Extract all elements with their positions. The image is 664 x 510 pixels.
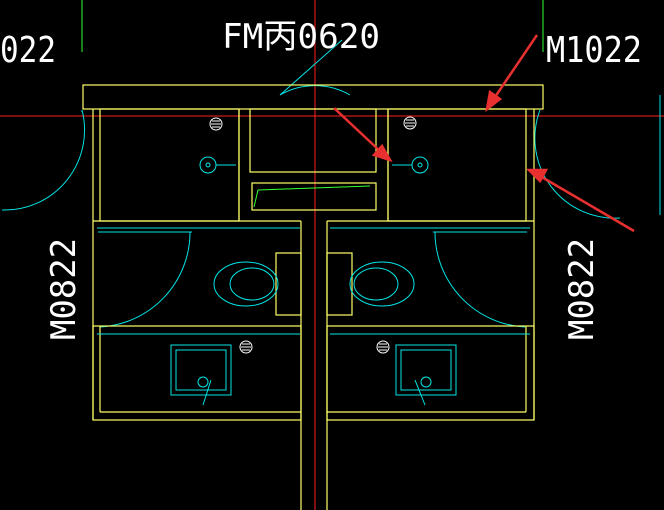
arrow-head [525, 168, 549, 184]
door-swing-right-m1022 [534, 109, 621, 219]
toilet-bowl-right [349, 261, 415, 307]
sink-right-outer [395, 344, 457, 396]
toilet-bowl-left-inner [229, 267, 275, 301]
sink-right-tap [414, 379, 426, 406]
arrow-head [485, 89, 503, 112]
annotation-arrows [333, 34, 635, 233]
toilet-bowl-right-inner [353, 267, 399, 301]
arrow-head [371, 143, 393, 163]
fm-label: FM丙0620 [222, 17, 380, 57]
arrow-pointer [491, 34, 539, 101]
arrow-pointer [539, 174, 635, 233]
door-swing-left-m1022 [1, 109, 86, 211]
floor-drain-left-lower [239, 340, 253, 354]
floor-drain-right-upper [403, 116, 417, 130]
sink-left-outer [170, 344, 232, 396]
walls [82, 84, 544, 510]
door-leaf-fm [279, 39, 343, 96]
door-swing-right-m0822 [434, 231, 526, 328]
sink-left-inner [175, 349, 227, 391]
center-shelf [251, 182, 377, 211]
m1022-label: M1022 [546, 30, 642, 71]
arrow-pointer [333, 107, 382, 153]
floor-drain-right-lower [376, 340, 390, 354]
m0822-label-left: M0822 [44, 238, 84, 340]
grid-marks [81, 0, 544, 52]
cubicle-right-lower [326, 325, 535, 421]
sink-left-tap [202, 379, 212, 406]
m0822-label-right: M0822 [562, 238, 602, 340]
sink-left-drain [197, 376, 209, 388]
door-swing-fm [279, 85, 351, 96]
shower-head-right-inner [417, 162, 423, 168]
center-vanity [249, 108, 377, 173]
shelf-slope [253, 185, 371, 208]
fixtures [97, 156, 530, 406]
door-swing-left-m0822 [99, 231, 191, 328]
cubicle-left-lower [92, 325, 302, 421]
sink-right-drain [420, 376, 432, 388]
floor-drains [209, 116, 417, 354]
left-top-label: 022 [0, 30, 56, 71]
shower-head-left-inner [205, 162, 211, 168]
door-swings [1, 39, 661, 328]
floor-drain-left-upper [209, 117, 223, 131]
toilet-tank-left [275, 252, 302, 316]
sink-right-inner [400, 349, 452, 391]
toilet-bowl-left [213, 261, 279, 307]
toilet-tank-right [326, 252, 353, 316]
